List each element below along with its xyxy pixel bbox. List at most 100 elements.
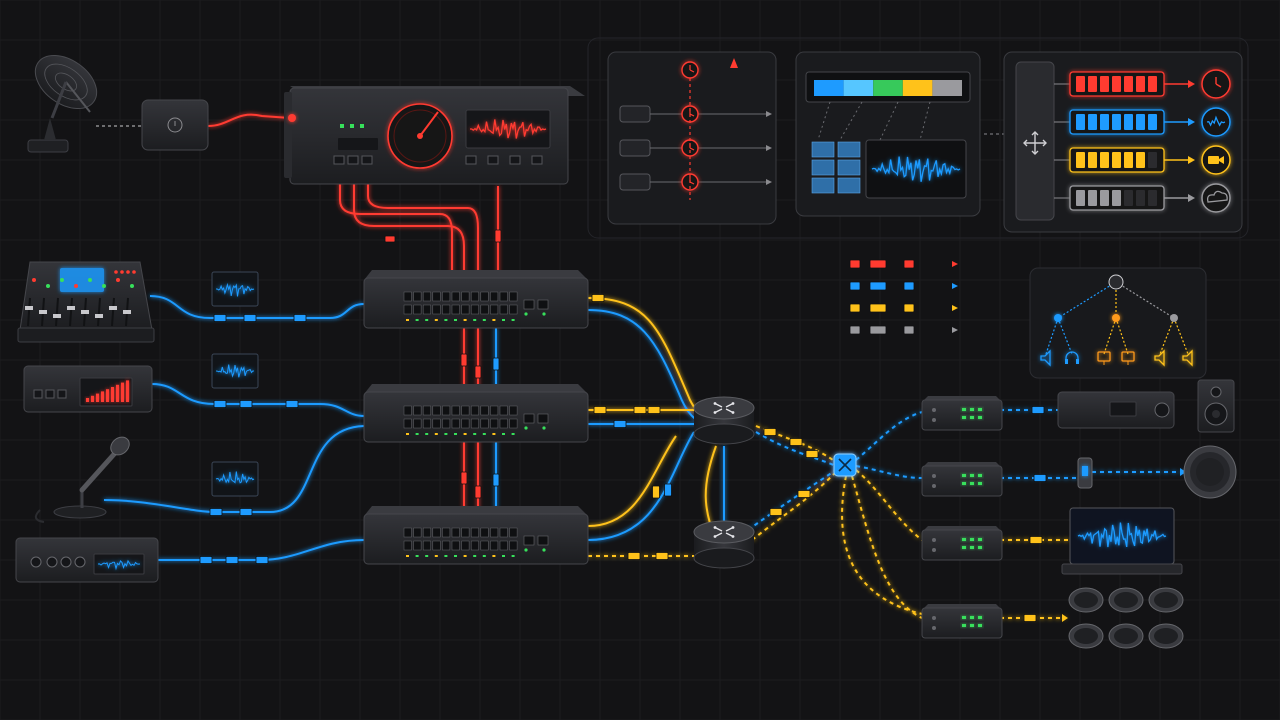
switch-port: [403, 418, 412, 429]
cable: [704, 445, 717, 531]
monitor-icon: [1097, 351, 1111, 365]
endpoint-led: [970, 538, 974, 541]
cable: [103, 425, 365, 513]
cable-connector: [474, 365, 482, 379]
switch-port: [403, 527, 412, 538]
endpoint-port: [932, 626, 936, 630]
array-speaker-cone: [1114, 628, 1138, 644]
cable-connector: [199, 556, 213, 564]
cable-connector: [652, 485, 660, 499]
router-cross-arrows-icon: [693, 396, 755, 445]
meter-bar: [86, 398, 89, 402]
sync-source-chip: [619, 173, 651, 191]
cable-connectors: [199, 229, 1186, 622]
array-speaker-cone: [1074, 592, 1098, 608]
headset-icon: [1065, 351, 1079, 364]
fader-knob: [95, 314, 103, 318]
cable: [353, 165, 465, 282]
cable: [587, 435, 677, 527]
cable-connector: [1029, 536, 1043, 544]
endpoint-led: [970, 482, 974, 485]
cable-connector: [664, 483, 672, 497]
endpoint-led: [962, 616, 966, 619]
switch-led: [542, 548, 546, 552]
inline-adapter: [1077, 457, 1093, 489]
priority-out-arrow: [1188, 118, 1195, 126]
master-ports: [333, 155, 543, 165]
switch-port: [422, 418, 431, 429]
priority-cell: [1076, 190, 1085, 206]
cable-connector: [460, 353, 468, 367]
priority-cell: [1100, 152, 1109, 168]
switch-port: [461, 418, 470, 429]
switch-port: [470, 540, 479, 551]
array-speaker-cone: [1114, 592, 1138, 608]
switch-port: [451, 291, 460, 302]
cable-connector: [593, 406, 607, 414]
display-monitor: [1061, 507, 1183, 575]
cable-connector: [647, 406, 661, 414]
console-led: [130, 284, 134, 288]
priority-cell: [1148, 114, 1157, 130]
switch-port: [432, 304, 441, 315]
meter-bar: [106, 389, 109, 402]
fader-track: [111, 297, 115, 327]
router-base: [693, 423, 755, 445]
switch-port: [432, 527, 441, 538]
endpoint-port: [932, 616, 936, 620]
legend-connector: [903, 259, 915, 269]
switch-port: [403, 291, 412, 302]
switch-port: [451, 418, 460, 429]
cable-connector: [494, 229, 502, 243]
priority-cell: [1112, 114, 1121, 130]
switch-led: [542, 426, 546, 430]
sync-row-arrow: [766, 179, 772, 185]
router-arrow-head: [731, 402, 735, 405]
cable-connector: [213, 400, 227, 408]
fader-track: [55, 297, 59, 327]
cloud-glyph: [1206, 190, 1228, 203]
switch-led: [511, 555, 515, 557]
waveform-icon: [1201, 107, 1231, 137]
cable-connector: [1023, 614, 1037, 622]
meter-bar: [116, 384, 119, 402]
cable-connector: [763, 428, 777, 436]
switch-led: [425, 319, 429, 321]
fader-knob: [81, 310, 89, 314]
switch-port: [461, 527, 470, 538]
fader-track: [97, 297, 101, 327]
switch-led: [502, 319, 505, 321]
cable-connector: [285, 400, 299, 408]
priority-cell: [1088, 190, 1097, 206]
priority-cell: [1124, 190, 1133, 206]
endpoint-device: [921, 462, 1003, 497]
legend-connector: [869, 281, 887, 291]
switch-port: [422, 304, 431, 315]
legend-connector: [869, 259, 887, 269]
switch-port: [461, 405, 470, 416]
cable-connector: [255, 556, 269, 564]
switch-uplink: [523, 413, 535, 424]
cable-connector: [797, 490, 811, 498]
video-tile: [811, 141, 835, 158]
switch-port: [422, 405, 431, 416]
endpoint-led: [978, 408, 982, 411]
cable-connector: [633, 406, 647, 414]
switch-led: [511, 433, 515, 435]
switch-port: [432, 291, 441, 302]
priority-cell: [1100, 190, 1109, 206]
switch-led: [473, 319, 477, 321]
switch-port: [470, 527, 479, 538]
router-arrow-head: [731, 411, 735, 414]
studio-monitor: [1197, 379, 1235, 433]
switch-port: [470, 405, 479, 416]
endpoint-port: [932, 538, 936, 542]
legend-connector: [869, 303, 887, 313]
switch-led: [415, 319, 419, 321]
control-panel-frame: [587, 37, 1249, 239]
switch-port: [432, 405, 441, 416]
priority-cell: [1136, 190, 1145, 206]
console-led: [32, 278, 36, 282]
audio-mixing-console: [17, 261, 155, 343]
switch-led: [482, 555, 486, 557]
